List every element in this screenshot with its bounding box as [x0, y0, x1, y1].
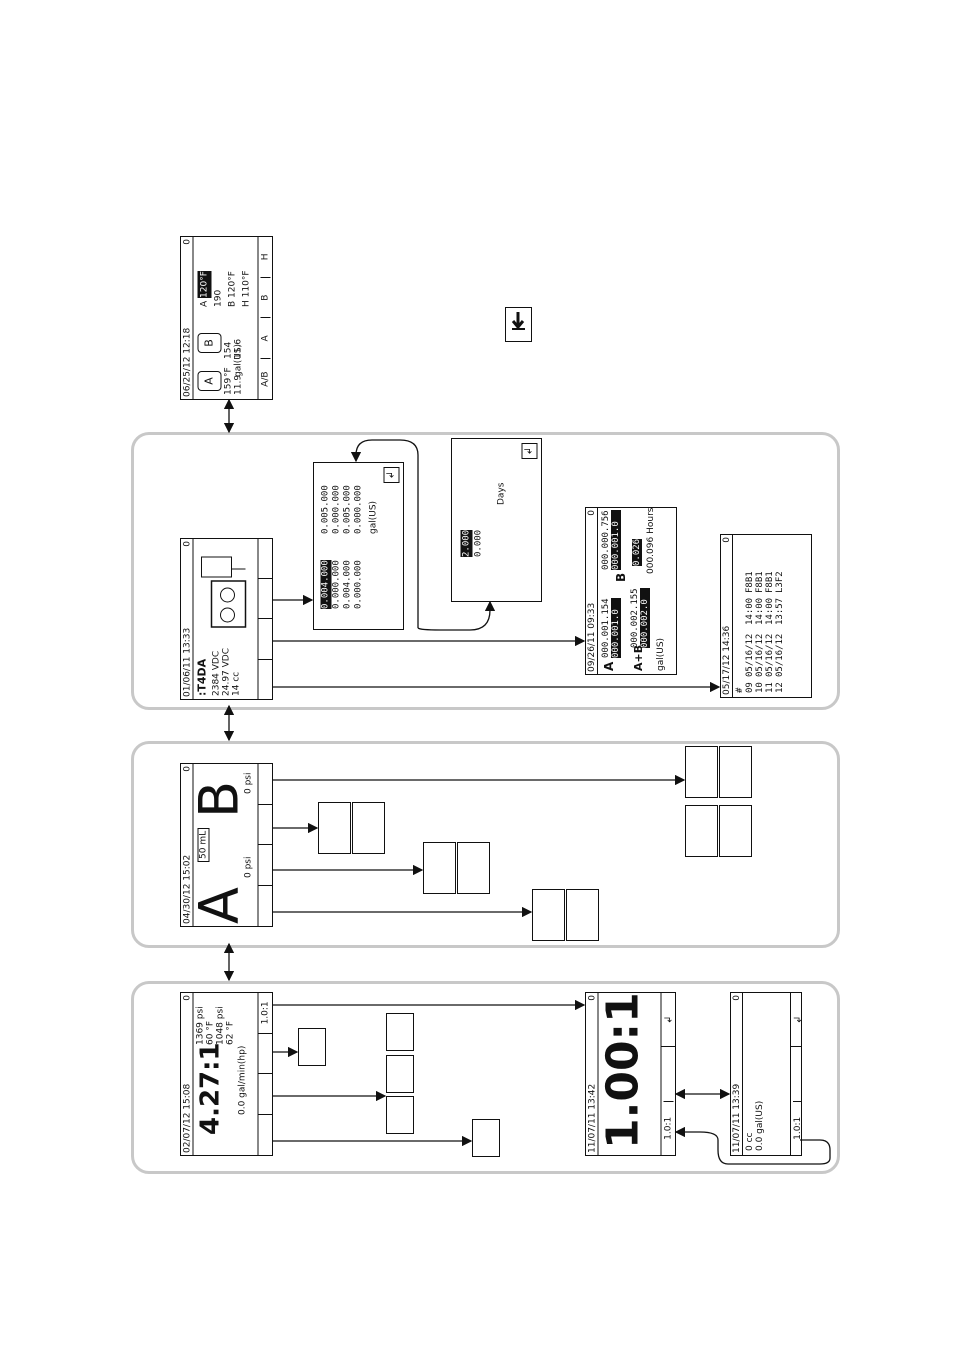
gun-mode-blank	[352, 802, 385, 854]
cartridge-mode-blank	[457, 842, 490, 894]
pump-ab-icon-2	[386, 1055, 414, 1093]
double-cartridge-mode-blank	[566, 889, 599, 941]
spray-icon	[472, 1119, 500, 1157]
run-screen: 02/07/12 15:08 0 4.27:1 1369 psi 60 °F 1…	[180, 992, 273, 1156]
pump-ab-icon-3	[386, 1096, 414, 1134]
ratio-screen: 11/07/11 13:42 0 1.00:1 1.0:1 ↲	[585, 992, 676, 1156]
units-blank-1	[685, 746, 718, 798]
ratio-dispense-screen: 11/07/11 13:39 0 0 cc 0.0 gal(US) 1.0:1 …	[730, 992, 802, 1156]
pump-ab-icon-1	[386, 1013, 414, 1051]
dispense-screen: 04/30/12 15:02 0 A B 0 psi 0 psi 50 mL	[180, 763, 273, 927]
units-blank-2	[685, 805, 718, 857]
top-heat-screen: 06/25/12 12:18 0 A B 159 11.9 154 11.6 °…	[180, 236, 273, 400]
home-screen: 01/06/11 13:33 0 :T4DA 2384 VDC 24.97 VD…	[180, 538, 273, 700]
enter-arrow-icon	[505, 307, 532, 342]
reminder-screen: 2.000 0.000 Days ↲	[451, 438, 542, 602]
cartridge-mode-icon	[423, 842, 456, 894]
gun-mode-icon	[318, 802, 351, 854]
machine-illustration-icon	[197, 549, 249, 629]
double-cartridge-mode-icon	[532, 889, 565, 941]
scale-icon	[719, 805, 752, 857]
park-icon	[298, 1028, 326, 1066]
totals-screen: 0.004.000 0.000.000 0.004.000 0.000.000 …	[313, 462, 404, 630]
cycle-counter-screen: 09/26/11 09:33 0 A 000.001.154 000.001.0…	[585, 507, 677, 675]
beaker-icon	[719, 746, 752, 798]
